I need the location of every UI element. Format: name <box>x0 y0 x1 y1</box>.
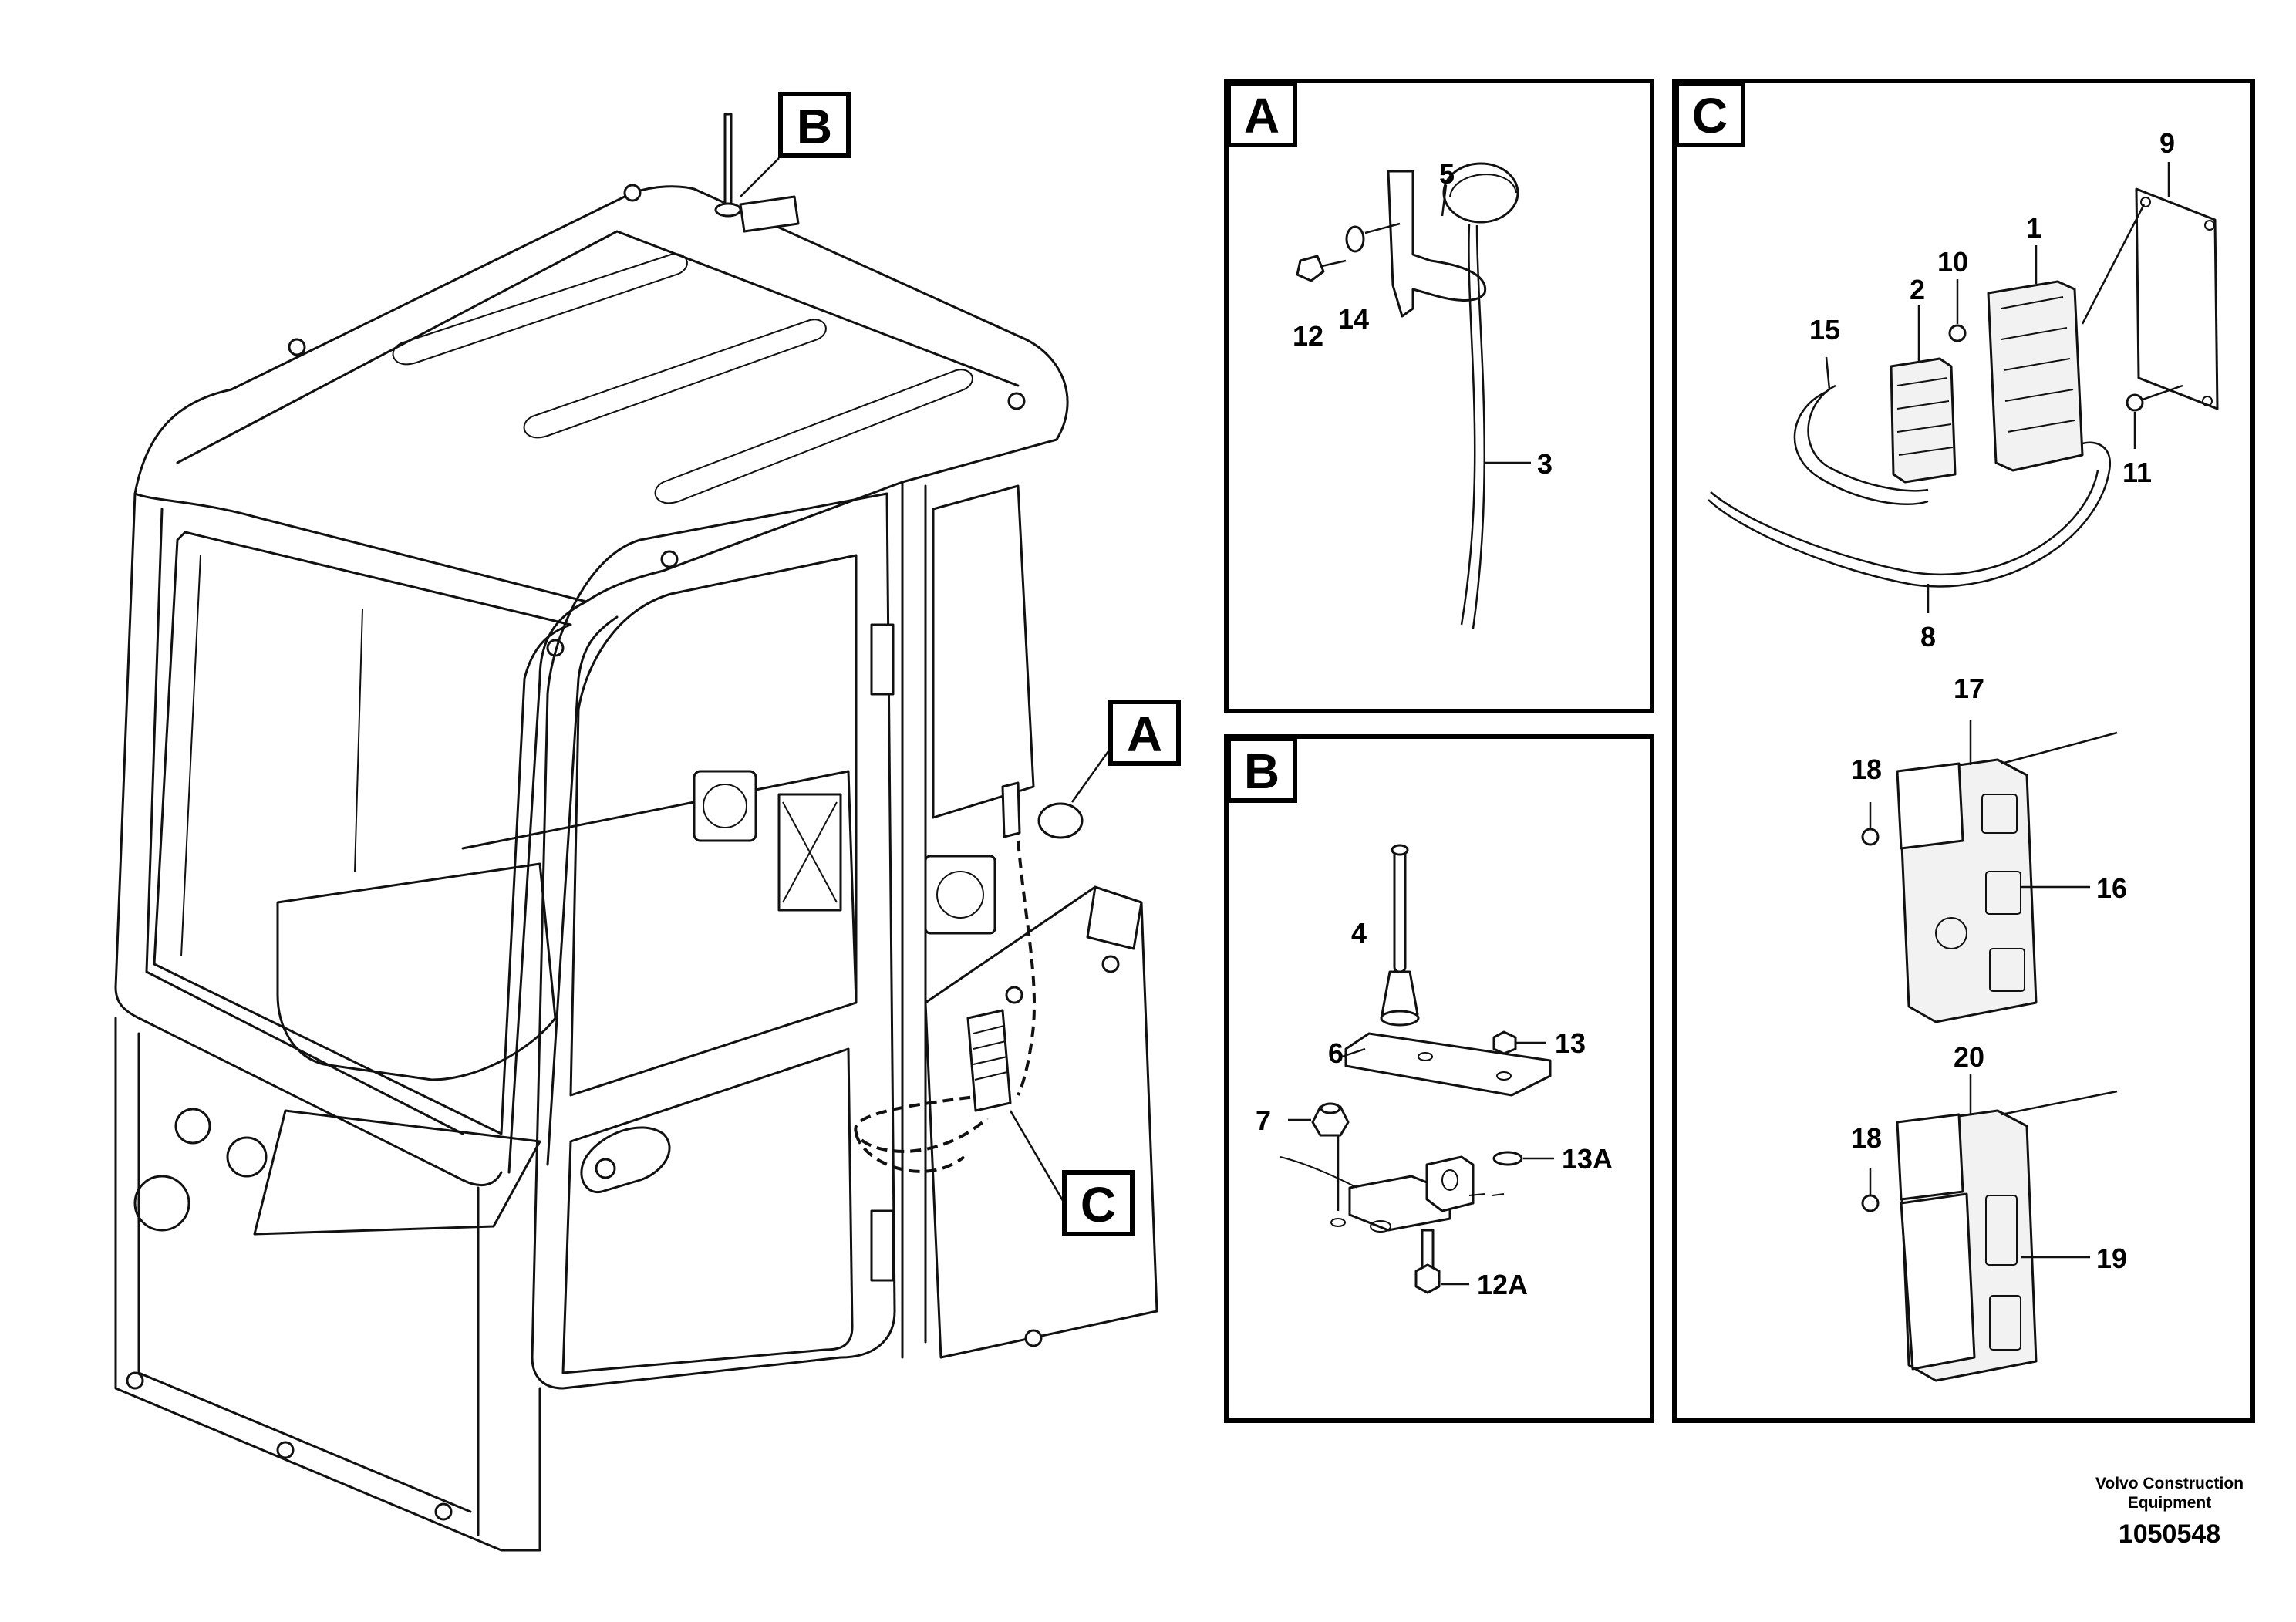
label-14: 14 <box>1338 303 1369 335</box>
label-19: 19 <box>2096 1243 2127 1274</box>
label-1: 1 <box>2026 212 2041 244</box>
label-18-top: 18 <box>1851 754 1882 785</box>
svg-text:C: C <box>1081 1177 1116 1233</box>
label-3: 3 <box>1537 448 1553 480</box>
label-15: 15 <box>1809 314 1840 346</box>
main-callout-a: A <box>1070 700 1181 803</box>
detail-panel-a: A 5 12 14 3 <box>1224 79 1654 713</box>
label-13a: 13A <box>1562 1143 1613 1175</box>
drawing-number: 1050548 <box>2119 1519 2220 1549</box>
label-6: 6 <box>1328 1037 1344 1069</box>
label-4: 4 <box>1351 917 1367 949</box>
label-13: 13 <box>1555 1027 1586 1059</box>
label-2: 2 <box>1910 274 1925 305</box>
svg-text:A: A <box>1244 88 1279 143</box>
label-7: 7 <box>1256 1104 1271 1136</box>
svg-text:B: B <box>1244 744 1279 799</box>
footer: Volvo Construction Equipment 1050548 <box>2095 1475 2244 1549</box>
label-17: 17 <box>1954 673 1984 704</box>
label-9: 9 <box>2159 127 2175 159</box>
label-11: 11 <box>2122 457 2152 488</box>
maker-line-1: Volvo Construction <box>2095 1475 2244 1492</box>
main-callout-c: C <box>1009 1110 1135 1236</box>
label-5: 5 <box>1439 158 1455 190</box>
label-10: 10 <box>1937 246 1968 278</box>
label-8: 8 <box>1920 621 1936 653</box>
label-12: 12 <box>1293 320 1323 352</box>
label-18-bottom: 18 <box>1851 1122 1882 1154</box>
svg-text:B: B <box>797 99 832 154</box>
main-callout-b: B <box>740 92 851 197</box>
svg-text:A: A <box>1127 706 1162 762</box>
label-20: 20 <box>1954 1041 1984 1073</box>
label-16: 16 <box>2096 872 2127 904</box>
svg-text:C: C <box>1692 88 1728 143</box>
label-12a: 12A <box>1477 1269 1528 1300</box>
maker-line-2: Equipment <box>2128 1494 2212 1512</box>
detail-panel-b: B 4 6 13 7 13 <box>1224 734 1654 1423</box>
detail-panel-c: C <box>1672 79 2255 1423</box>
cab-illustration <box>114 113 1158 1552</box>
